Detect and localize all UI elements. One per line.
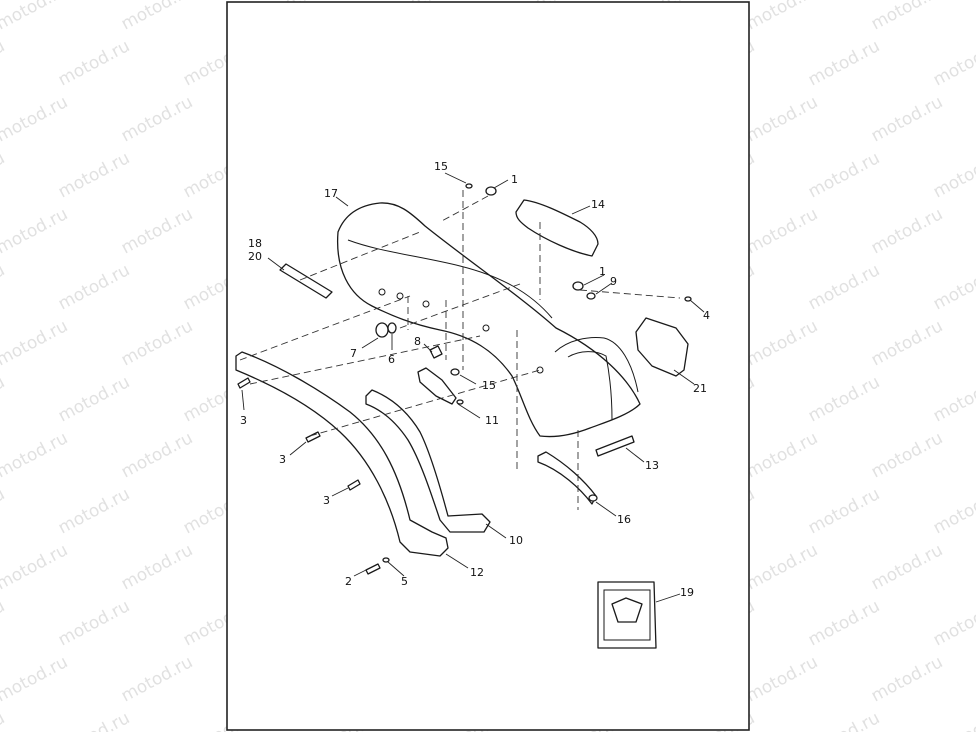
watermark-text: motod.ru xyxy=(0,428,71,482)
leader-lines xyxy=(241,172,705,603)
callout-4: 4 xyxy=(703,309,710,322)
watermark-text: motod.ru xyxy=(805,596,883,650)
watermark-text: motod.ru xyxy=(868,652,946,706)
callout-1-top: 1 xyxy=(511,173,518,186)
watermark-text: motod.ru xyxy=(805,484,883,538)
watermark-text: motod.ru xyxy=(868,92,946,146)
watermark-text: motod.ru xyxy=(805,372,883,426)
watermark-text: motod.ru xyxy=(743,0,821,34)
callout-3-middle: 3 xyxy=(279,453,286,466)
watermark-text: motod.ru xyxy=(805,148,883,202)
callout-10: 10 xyxy=(509,534,523,547)
watermark-text: motod.ru xyxy=(118,540,196,594)
assembly-lines xyxy=(239,190,681,510)
watermark-text: motod.ru xyxy=(0,596,8,650)
watermark-text: motod.ru xyxy=(0,148,8,202)
callout-12: 12 xyxy=(470,566,484,579)
callout-21: 21 xyxy=(693,382,707,395)
watermark-text: motod.ru xyxy=(743,204,821,258)
rear-fender xyxy=(336,202,641,438)
watermark-text: motod.ru xyxy=(930,260,976,314)
watermark-text: motod.ru xyxy=(930,36,976,90)
watermark-text: motod.ru xyxy=(0,0,71,34)
watermark-text: motod.ru xyxy=(743,652,821,706)
watermark-text: motod.ru xyxy=(868,204,946,258)
callout-5: 5 xyxy=(401,575,408,588)
watermark-text: motod.ru xyxy=(0,92,71,146)
watermark-text: motod.ru xyxy=(930,596,976,650)
rear-strap xyxy=(595,435,635,457)
watermark-text: motod.ru xyxy=(0,260,8,314)
callout-15-top: 15 xyxy=(434,160,448,173)
watermark-text: motod.ru xyxy=(930,148,976,202)
watermark-text: motod.ru xyxy=(0,316,71,370)
callout-2: 2 xyxy=(345,575,352,588)
callout-13: 13 xyxy=(645,459,659,472)
watermark-text: motod.ru xyxy=(0,204,71,258)
callout-15-mid: 15 xyxy=(482,379,496,392)
callout-11: 11 xyxy=(485,414,499,427)
license-bracket xyxy=(635,317,689,377)
callout-16: 16 xyxy=(617,513,631,526)
watermark-text: motod.ru xyxy=(55,596,133,650)
watermark-text: motod.ru xyxy=(55,372,133,426)
watermark-text: motod.ru xyxy=(930,372,976,426)
watermark-text: motod.ru xyxy=(55,484,133,538)
watermark-text: motod.ru xyxy=(55,708,133,732)
watermark-text: motod.ru xyxy=(743,316,821,370)
callout-9: 9 xyxy=(610,275,617,288)
watermark-text: motod.ru xyxy=(118,92,196,146)
watermark-text: motod.ru xyxy=(805,260,883,314)
strap xyxy=(279,263,333,299)
watermark-text: motod.ru xyxy=(0,372,8,426)
left-support-rail xyxy=(235,351,449,557)
callout-17: 17 xyxy=(324,187,338,200)
watermark-text: motod.ru xyxy=(930,708,976,732)
watermark-text: motod.ru xyxy=(0,484,8,538)
watermark-text: motod.ru xyxy=(118,0,196,34)
watermark-text: motod.ru xyxy=(743,540,821,594)
watermark-text: motod.ru xyxy=(868,428,946,482)
bracket xyxy=(417,367,457,405)
callout-1-mid: 1 xyxy=(599,265,606,278)
watermark-text: motod.ru xyxy=(743,428,821,482)
callout-3-lower: 3 xyxy=(323,494,330,507)
watermark-text: motod.ru xyxy=(118,428,196,482)
hardware xyxy=(237,183,692,575)
watermark-text: motod.ru xyxy=(0,36,8,90)
callout-3-left: 3 xyxy=(240,414,247,427)
top-plate xyxy=(515,199,599,257)
watermark-text: motod.ru xyxy=(118,652,196,706)
callouts: 15 1 17 14 18 20 1 9 4 8 7 6 15 3 11 21 … xyxy=(240,160,710,599)
right-support-rail xyxy=(365,389,491,533)
watermark-text: motod.ru xyxy=(868,316,946,370)
watermark-text: motod.ru xyxy=(0,708,8,732)
callout-19: 19 xyxy=(680,586,694,599)
watermark-text: motod.ru xyxy=(743,92,821,146)
callout-20: 20 xyxy=(248,250,262,263)
watermark-text: motod.ru xyxy=(930,484,976,538)
watermark-text: motod.ru xyxy=(55,36,133,90)
watermark-text: motod.ru xyxy=(118,316,196,370)
callout-6: 6 xyxy=(388,353,395,366)
watermark-text: motod.ru xyxy=(868,540,946,594)
watermark-text: motod.ru xyxy=(868,0,946,34)
watermark-text: motod.ru xyxy=(0,540,71,594)
watermark-text: motod.ru xyxy=(55,148,133,202)
watermark-text: motod.ru xyxy=(55,260,133,314)
callout-14: 14 xyxy=(591,198,605,211)
callout-18: 18 xyxy=(248,237,262,250)
watermark-text: motod.ru xyxy=(805,708,883,732)
watermark-text: motod.ru xyxy=(805,36,883,90)
watermark-text: motod.ru xyxy=(0,652,71,706)
callout-7: 7 xyxy=(350,347,357,360)
kit-box xyxy=(597,581,657,649)
callout-8: 8 xyxy=(414,335,421,348)
watermark-text: motod.ru xyxy=(118,204,196,258)
